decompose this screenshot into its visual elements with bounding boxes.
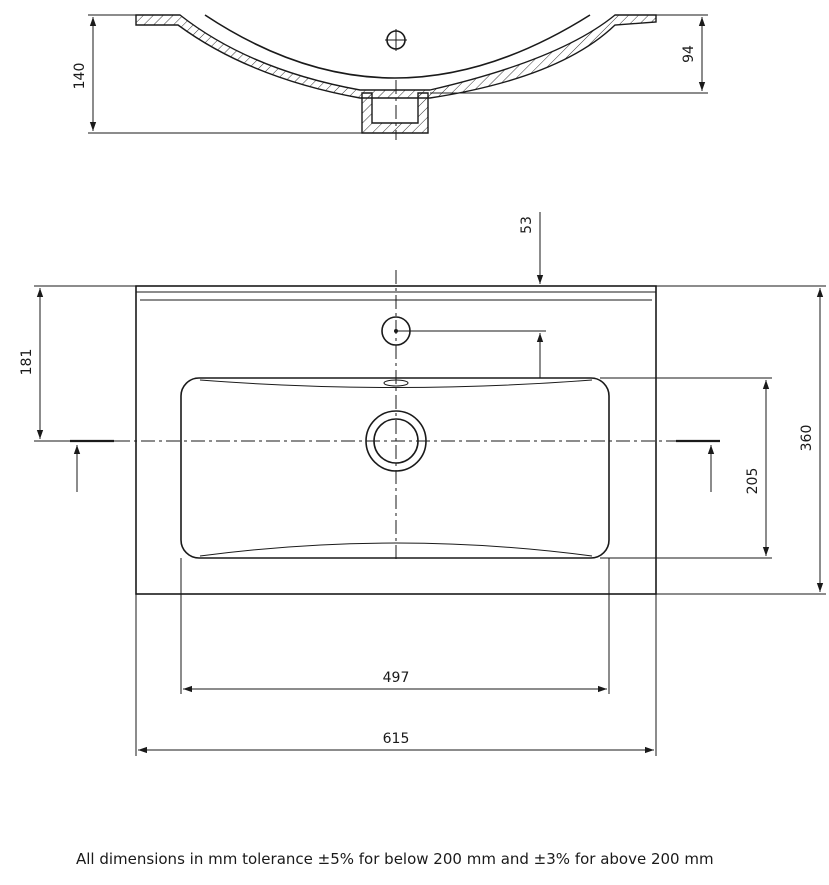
drain-outlet-section bbox=[361, 92, 429, 134]
dimension-label-181: 181 bbox=[19, 349, 35, 376]
basin-outline bbox=[135, 285, 657, 595]
dimension-label-615: 615 bbox=[383, 731, 410, 747]
dimension-label-360: 360 bbox=[799, 425, 815, 452]
plan-view: 53 181 360 205 497 615 bbox=[19, 212, 826, 756]
tolerance-footnote: All dimensions in mm tolerance ±5% for b… bbox=[76, 850, 714, 868]
section-marker-right bbox=[676, 439, 720, 492]
section-marker-left bbox=[70, 439, 114, 492]
section-tap-hole-icon bbox=[385, 29, 407, 51]
basin-inner-contour bbox=[204, 14, 591, 79]
dimension-label-140: 140 bbox=[72, 63, 88, 90]
dimension-label-497: 497 bbox=[383, 670, 410, 686]
side-section-view: 140 94 bbox=[72, 14, 708, 140]
dimension-label-53: 53 bbox=[519, 216, 535, 234]
dimension-label-94: 94 bbox=[681, 45, 697, 63]
bowl-outline bbox=[180, 377, 610, 559]
basin-section-shell bbox=[135, 14, 657, 99]
dimension-label-205: 205 bbox=[745, 468, 761, 495]
